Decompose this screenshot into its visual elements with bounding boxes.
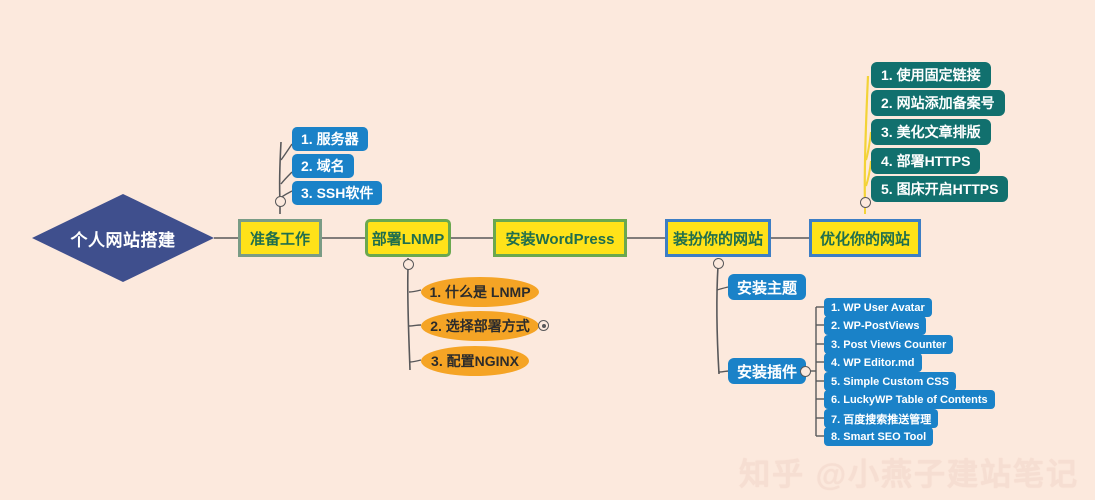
plugin-item-6-label: 6. LuckyWP Table of Contents (831, 393, 988, 406)
lnmp-child-configure-nginx-label: 3. 配置NGINX (431, 353, 519, 369)
lnmp-child-deploy-method-label: 2. 选择部署方式 (430, 318, 530, 334)
plugin-item-1[interactable]: 1. WP User Avatar (824, 298, 932, 317)
main-node-optimize[interactable]: 优化你的网站 (809, 219, 921, 257)
plugin-item-8[interactable]: 8. Smart SEO Tool (824, 427, 934, 446)
main-node-decorate-label: 装扮你的网站 (672, 230, 763, 248)
plugin-item-6[interactable]: 6. LuckyWP Table of Contents (824, 390, 995, 409)
collapse-handle-decorate[interactable] (713, 258, 724, 269)
optimize-child-image-host-https[interactable]: 5. 图床开启HTTPS (871, 176, 1009, 202)
optimize-child-icp-number-label: 2. 网站添加备案号 (881, 95, 995, 111)
plugin-item-3-label: 3. Post Views Counter (831, 338, 947, 351)
lnmp-child-configure-nginx[interactable]: 3. 配置NGINX (421, 346, 529, 376)
main-node-optimize-label: 优化你的网站 (819, 230, 910, 248)
optimize-child-deploy-https[interactable]: 4. 部署HTTPS (871, 148, 981, 174)
optimize-child-permalink-label: 1. 使用固定链接 (881, 67, 981, 83)
decorate-child-theme[interactable]: 安装主题 (728, 274, 807, 300)
main-node-lnmp-label: 部署LNMP (371, 230, 445, 248)
plugin-item-4[interactable]: 4. WP Editor.md (824, 353, 922, 372)
plugin-item-7-label: 7. 百度搜索推送管理 (831, 413, 932, 426)
prepare-child-domain[interactable]: 2. 域名 (292, 154, 354, 178)
main-node-prepare[interactable]: 准备工作 (238, 219, 322, 257)
collapse-handle-deploy-method[interactable] (538, 320, 549, 331)
lnmp-child-what-is-lnmp[interactable]: 1. 什么是 LNMP (421, 277, 539, 307)
main-node-lnmp[interactable]: 部署LNMP (365, 219, 451, 257)
plugin-item-8-label: 8. Smart SEO Tool (831, 430, 927, 443)
optimize-child-image-host-https-label: 5. 图床开启HTTPS (881, 181, 999, 197)
root-node[interactable]: 个人网站搭建 (32, 194, 214, 282)
prepare-child-domain-label: 2. 域名 (301, 158, 345, 174)
plugin-item-7[interactable]: 7. 百度搜索推送管理 (824, 409, 939, 428)
collapse-handle-plugins[interactable] (800, 366, 811, 377)
optimize-child-deploy-https-label: 4. 部署HTTPS (881, 153, 971, 169)
collapse-handle-optimize[interactable] (860, 197, 871, 208)
plugin-item-5[interactable]: 5. Simple Custom CSS (824, 372, 956, 391)
main-node-wordpress[interactable]: 安装WordPress (493, 219, 627, 257)
optimize-child-icp-number[interactable]: 2. 网站添加备案号 (871, 90, 1005, 116)
decorate-child-plugins-label: 安装插件 (737, 363, 798, 381)
collapse-handle-lnmp[interactable] (403, 259, 414, 270)
root-node-label: 个人网站搭建 (70, 230, 176, 250)
prepare-child-server[interactable]: 1. 服务器 (292, 127, 368, 151)
watermark-text: 知乎 @小燕子建站笔记 (739, 457, 1079, 492)
lnmp-child-deploy-method[interactable]: 2. 选择部署方式 (421, 311, 539, 341)
collapse-handle-prepare[interactable] (275, 196, 286, 207)
plugin-item-2[interactable]: 2. WP-PostViews (824, 316, 927, 335)
optimize-child-article-style-label: 3. 美化文章排版 (881, 124, 981, 140)
lnmp-child-what-is-lnmp-label: 1. 什么是 LNMP (429, 284, 531, 300)
plugin-item-2-label: 2. WP-PostViews (831, 319, 920, 332)
plugin-item-5-label: 5. Simple Custom CSS (831, 375, 949, 388)
decorate-child-theme-label: 安装主题 (737, 279, 798, 297)
plugin-item-4-label: 4. WP Editor.md (831, 356, 915, 369)
plugin-item-3[interactable]: 3. Post Views Counter (824, 335, 954, 354)
optimize-child-permalink[interactable]: 1. 使用固定链接 (871, 62, 991, 88)
prepare-child-ssh[interactable]: 3. SSH软件 (292, 181, 383, 205)
main-node-decorate[interactable]: 装扮你的网站 (665, 219, 771, 257)
decorate-child-plugins[interactable]: 安装插件 (728, 358, 807, 384)
prepare-child-server-label: 1. 服务器 (301, 131, 359, 147)
main-node-wordpress-label: 安装WordPress (505, 230, 615, 248)
plugin-item-1-label: 1. WP User Avatar (831, 301, 925, 314)
optimize-child-article-style[interactable]: 3. 美化文章排版 (871, 119, 991, 145)
prepare-child-ssh-label: 3. SSH软件 (301, 185, 374, 201)
main-node-prepare-label: 准备工作 (249, 230, 310, 248)
